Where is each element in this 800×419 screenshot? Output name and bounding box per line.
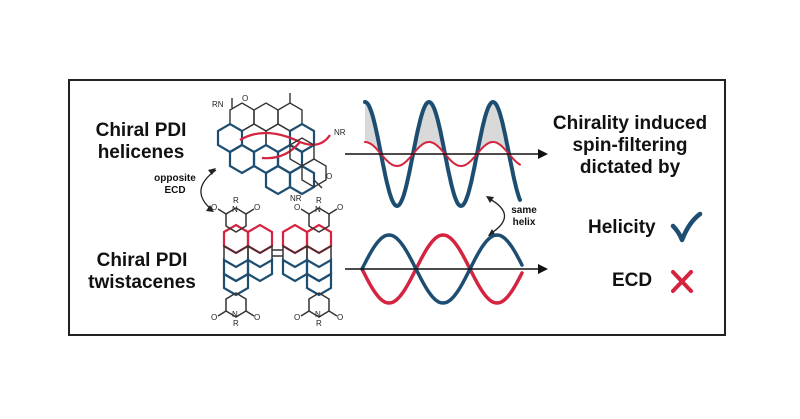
- conclusion-line2: spin-filtering: [572, 134, 688, 156]
- twistacene-n-label-2: N: [315, 205, 321, 214]
- top-wave-red: [364, 141, 521, 168]
- twistacene-o-label-6: O: [254, 313, 261, 322]
- helicene-o-label-1: O: [242, 94, 249, 103]
- conclusion-line1: Chirality induced: [552, 113, 708, 134]
- conclusion-line3: dictated by: [579, 156, 681, 178]
- top-wave-panel: [345, 99, 548, 209]
- same-helix-arrow: [486, 196, 506, 236]
- twistacene-o-label-3: O: [294, 203, 301, 212]
- top-wave-blue: [363, 99, 522, 209]
- twistacenes-label: Chiral PDI twistacenes: [84, 250, 200, 294]
- check-icon: [670, 211, 703, 243]
- opposite-ecd-line1: opposite: [154, 173, 196, 184]
- twistacene-o-label-7: O: [294, 313, 301, 322]
- opposite-ecd-label: opposite ECD: [150, 173, 200, 196]
- twistacene-o-label-1: O: [211, 203, 218, 212]
- helicity-label: Helicity: [588, 217, 656, 238]
- twistacene-n-label-1: N: [232, 205, 238, 214]
- top-wave-axis-arrowhead: [538, 149, 548, 159]
- helicene-molecule: [216, 93, 331, 196]
- twistacene-molecule: [217, 207, 338, 318]
- helicenes-label-line2: helicenes: [97, 141, 185, 163]
- cross-icon: [671, 270, 693, 293]
- twistacene-r-label-4: R: [316, 319, 322, 328]
- bottom-wave-blue: [360, 233, 524, 305]
- opposite-ecd-arrow: [200, 168, 217, 212]
- same-helix-label: same helix: [504, 205, 544, 228]
- helicenes-label-line1: Chiral PDI: [95, 120, 187, 141]
- helicene-nr-label-1: NR: [334, 128, 346, 137]
- twistacenes-label-line2: twistacenes: [88, 271, 196, 293]
- helicenes-label: Chiral PDI helicenes: [86, 120, 196, 164]
- helicene-nr-label-2: NR: [290, 194, 302, 203]
- twistacene-r-label-1: R: [233, 196, 239, 205]
- twistacenes-label-line1: Chiral PDI: [96, 250, 188, 271]
- chirality-conclusion: Chirality induced spin-filtering dictate…: [540, 113, 720, 179]
- same-helix-line1: same: [511, 205, 537, 216]
- opposite-ecd-line2: ECD: [164, 184, 186, 196]
- same-helix-line2: helix: [512, 216, 536, 228]
- twistacene-n-label-4: N: [315, 310, 321, 319]
- twistacene-o-label-4: O: [337, 203, 344, 212]
- ecd-label: ECD: [612, 270, 653, 291]
- twistacene-n-label-3: N: [232, 310, 238, 319]
- helicene-rn-label: RN: [212, 100, 224, 109]
- twistacene-o-label-5: O: [211, 313, 218, 322]
- bottom-wave-panel: [345, 233, 548, 305]
- twistacene-r-label-2: R: [316, 196, 322, 205]
- top-wave-grey-fill: [365, 102, 509, 154]
- twistacene-o-label-2: O: [254, 203, 261, 212]
- twistacene-o-label-8: O: [337, 313, 344, 322]
- bottom-wave-red: [360, 233, 524, 305]
- twistacene-r-label-3: R: [233, 319, 239, 328]
- helicene-o-label-2: O: [326, 172, 333, 181]
- bottom-wave-axis-arrowhead: [538, 264, 548, 274]
